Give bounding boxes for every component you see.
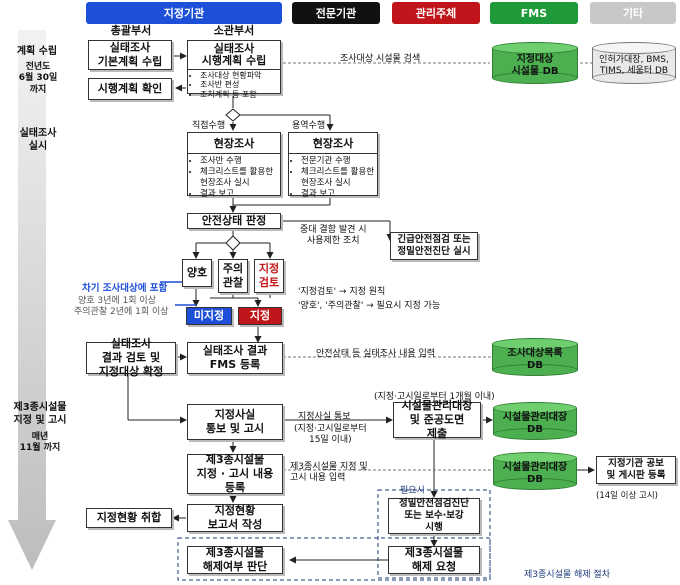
designate-box: 지정 bbox=[238, 307, 282, 325]
ledger-db-1-label: 시설물관리대장 DB bbox=[502, 412, 568, 435]
exec-plan-item: 조치계획 등 포함 bbox=[200, 90, 280, 99]
release-group-border bbox=[377, 489, 491, 579]
note-serious: 중대 결함 발견 시 사용제한 조치 bbox=[300, 225, 367, 247]
note-within-month: (지정·고시일로부터 1개월 이내) bbox=[374, 392, 495, 402]
label-plan-when: 전년도 6월 30일 까지 bbox=[18, 62, 58, 95]
other-db: 인허가대장, BMS, TIMS, 세움터 DB bbox=[592, 42, 676, 84]
designated-db-label: 지정대상 시설물 DB bbox=[511, 54, 559, 77]
decision-diamond-1 bbox=[225, 108, 241, 122]
other-db-label: 인허가대장, BMS, TIMS, 세움터 DB bbox=[599, 55, 669, 76]
note-release-proc: 제3종시설물 해제 절차 bbox=[524, 570, 610, 580]
ledger-db-1: 시설물관리대장 DB bbox=[493, 402, 577, 440]
survey-list-db: 조사대상목록 DB bbox=[492, 338, 578, 376]
label-designate-when: 매년 11월 까지 bbox=[19, 432, 61, 454]
ledger-db-2-label: 시설물관리대장 DB bbox=[502, 462, 568, 485]
public-notice-box: 지정기관 공보 및 게시판 등록 bbox=[596, 456, 676, 484]
exec-plan-title: 실태조사 시행계획 수립 bbox=[188, 41, 280, 71]
note-within-15: (지정·고시일로부터 15일 이내) bbox=[294, 424, 367, 445]
field-direct-item: 체크리스트를 활용한 현장조사 실시 bbox=[200, 167, 280, 189]
non-designate-box: 미지정 bbox=[186, 307, 232, 325]
good-box: 양호 bbox=[182, 259, 212, 287]
exec-plan-item: 조사대상 현황파악 bbox=[200, 71, 280, 80]
release-bottom-border bbox=[177, 537, 491, 581]
designated-db: 지정대상 시설물 DB bbox=[492, 42, 578, 84]
note-good-cycle: 양호 3년에 1회 이상 bbox=[78, 296, 156, 306]
caution-box: 주의 관찰 bbox=[218, 259, 248, 293]
review-box: 지정 검토 bbox=[254, 259, 284, 293]
note-caution-cycle: 주의관찰 2년에 1회 이상 bbox=[74, 307, 169, 317]
safety-judge-box: 안전상태 판정 bbox=[187, 213, 281, 229]
label-plan: 계획 수립 bbox=[16, 46, 58, 57]
decision-diamond-2 bbox=[225, 235, 241, 251]
emergency-box: 긴급안전점검 또는 정밀안전진단 실시 bbox=[390, 232, 478, 260]
field-survey-contract-title: 현장조사 bbox=[289, 133, 377, 154]
note-safety-input: 안전상태 등 실태조사 내용 입력 bbox=[316, 349, 436, 359]
header-fms: FMS bbox=[490, 2, 578, 24]
note-review-rule: '지정검토' → 지정 원칙 bbox=[298, 287, 386, 297]
field-direct-item: 조사반 수행 bbox=[200, 156, 280, 167]
field-direct-item: 결과 보고 bbox=[200, 189, 280, 200]
status-report-box: 지정현황 보고서 작성 bbox=[187, 504, 283, 532]
exec-plan-box: 실태조사 시행계획 수립 조사대상 현황파악 조사반 편성 조치계획 등 포함 bbox=[187, 40, 281, 99]
note-search: 조사대상 시설물 검색 bbox=[340, 54, 421, 64]
note-good-rule: '양호', '주의관찰' → 필요시 지정 가능 bbox=[298, 301, 441, 311]
note-direct: 직접수행 bbox=[192, 121, 226, 131]
note-contract: 용역수행 bbox=[292, 121, 326, 131]
header-general-dept: 총괄부서 bbox=[110, 24, 152, 37]
release-request-box: 제3종시설물 해제 요청 bbox=[388, 546, 480, 574]
field-contract-item: 체크리스트를 활용한 현장조사 실시 bbox=[301, 167, 377, 189]
exec-plan-item: 조사반 편성 bbox=[200, 80, 280, 89]
plan-confirm-box: 시행계획 확인 bbox=[88, 78, 172, 100]
inspection-box: 정밀안전점검진단 또는 보수·보강 시행 bbox=[388, 498, 480, 534]
header-designated-agency: 지정기관 bbox=[86, 2, 282, 24]
release-judge-box: 제3종시설물 해제여부 판단 bbox=[187, 546, 283, 574]
note-within-14: (14일 이상 고시) bbox=[596, 491, 658, 501]
register-fms-box: 실태조사 결과 FMS 등록 bbox=[187, 342, 283, 374]
notify-box: 지정사실 통보 및 고시 bbox=[187, 404, 283, 440]
submit-drawings-box: 시설물관리대장 및 준공도면 제출 bbox=[393, 399, 481, 440]
header-manager: 관리주체 bbox=[392, 2, 480, 24]
label-designate: 제3종시설물 지정 및 고시 bbox=[13, 402, 67, 426]
note-notice-send: 지정사실 통보 bbox=[298, 412, 351, 422]
timeline-arrow bbox=[8, 30, 56, 570]
field-survey-contract-box: 현장조사 전문기관 수행 체크리스트를 활용한 현장조사 실시 결과 보고 bbox=[288, 132, 378, 199]
label-survey: 실태조사 실시 bbox=[19, 128, 57, 152]
status-collect-box: 지정현황 취합 bbox=[86, 508, 172, 528]
header-responsible-dept: 소관부서 bbox=[213, 24, 255, 37]
review-results-box: 실태조사 결과 검토 및 지정대상 확정 bbox=[86, 337, 176, 378]
field-contract-item: 전문기관 수행 bbox=[301, 156, 377, 167]
basic-plan-box: 실태조사 기본계획 수립 bbox=[88, 40, 172, 70]
field-survey-direct-title: 현장조사 bbox=[188, 133, 280, 154]
note-if-needed: 필요시 bbox=[400, 486, 425, 496]
header-expert: 전문기관 bbox=[292, 2, 380, 24]
field-survey-direct-box: 현장조사 조사반 수행 체크리스트를 활용한 현장조사 실시 결과 보고 bbox=[187, 132, 281, 199]
header-other: 기타 bbox=[590, 2, 676, 24]
ledger-db-2: 시설물관리대장 DB bbox=[493, 452, 577, 490]
note-next-survey: 차기 조사대상에 포함 bbox=[82, 283, 168, 294]
field-contract-item: 결과 보고 bbox=[301, 189, 377, 200]
register-notice-box: 제3종시설물 지정 · 고시 내용 등록 bbox=[187, 453, 283, 494]
survey-list-db-label: 조사대상목록 DB bbox=[507, 348, 563, 371]
note-content-input: 제3종시설물 지정 및 고시 내용 입력 bbox=[290, 462, 368, 484]
